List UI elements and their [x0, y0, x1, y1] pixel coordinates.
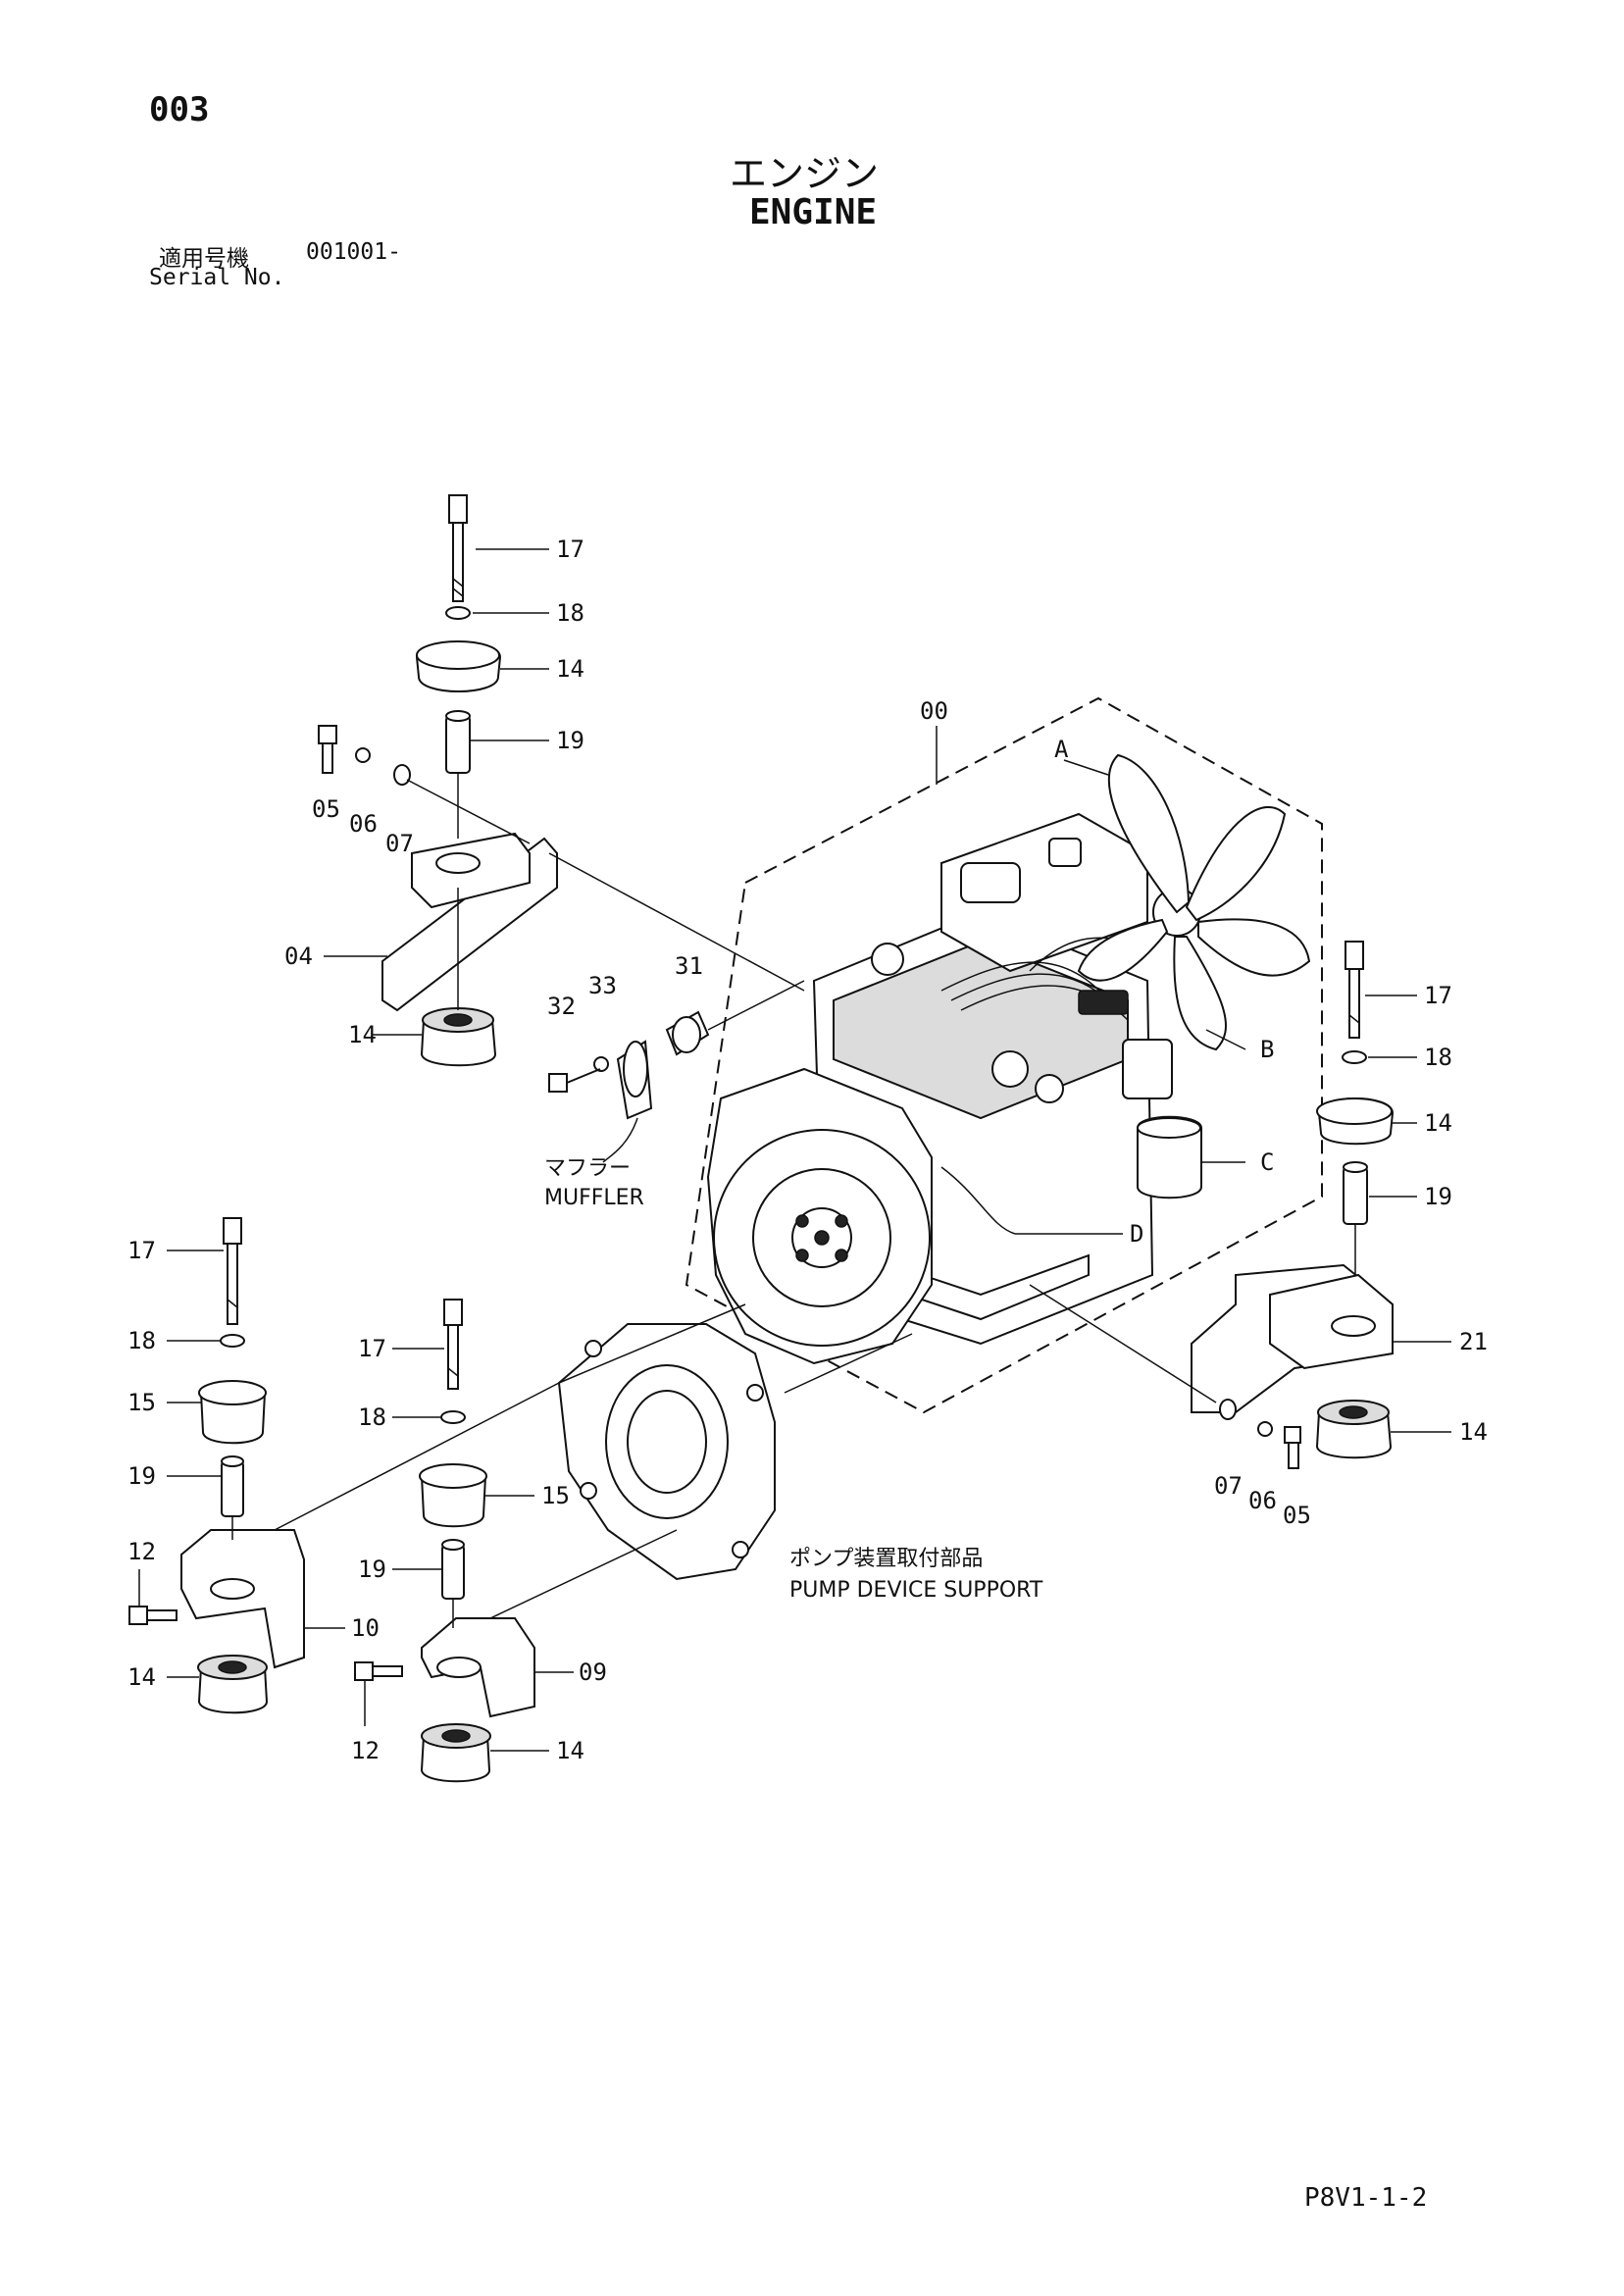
callout-top-left-07: 07	[385, 830, 414, 857]
callout-right-07: 07	[1214, 1472, 1243, 1500]
muffler-caption-english: MUFFLER	[544, 1186, 644, 1210]
callout-right-06: 06	[1248, 1487, 1277, 1514]
callout-right-14: 14	[1424, 1109, 1452, 1137]
callout-d: D	[1130, 1220, 1143, 1248]
muffler-caption-japanese: マフラー	[544, 1156, 631, 1181]
callout-bottom-middle-14: 14	[556, 1737, 584, 1764]
page-code: P8V1-1-2	[1304, 2183, 1428, 2213]
callout-muffler-33: 33	[588, 972, 617, 999]
callout-bottom-middle-18: 18	[358, 1403, 386, 1431]
right-mount	[1029, 941, 1451, 1469]
title-english: ENGINE	[749, 192, 878, 232]
callout-bottom-middle-15: 15	[541, 1482, 570, 1509]
callout-right-14b: 14	[1459, 1418, 1488, 1446]
callout-right-19: 19	[1424, 1183, 1452, 1210]
callout-a: A	[1054, 736, 1069, 763]
callout-top-left-18: 18	[556, 599, 584, 627]
page-number: 003	[149, 90, 210, 129]
callout-right-17: 17	[1424, 982, 1452, 1009]
engine-boundary	[685, 696, 1323, 1414]
pump-caption-japanese: ポンプ装置取付部品	[789, 1547, 983, 1571]
pump-device-support	[557, 1303, 776, 1581]
callout-top-left-04: 04	[284, 943, 313, 970]
callout-bottom-left-10: 10	[351, 1614, 380, 1642]
serial-label-english: Serial No.	[149, 265, 285, 290]
callout-bottom-left-17: 17	[127, 1237, 156, 1264]
serial-label-japanese: 適用号機	[159, 246, 249, 272]
callout-bottom-middle-09: 09	[579, 1658, 607, 1686]
callout-bottom-left-14: 14	[127, 1663, 156, 1691]
callout-muffler-32: 32	[547, 993, 576, 1020]
callout-top-left-05: 05	[312, 795, 340, 823]
engine-assembly	[685, 696, 1323, 1414]
bottom-middle-mount	[354, 1299, 913, 1783]
callout-bottom-middle-17: 17	[358, 1335, 386, 1362]
top-left-mount	[318, 494, 805, 1067]
callout-right-05: 05	[1283, 1502, 1311, 1529]
callout-muffler-31: 31	[675, 952, 703, 980]
fan-blade-assembly	[1077, 753, 1311, 1051]
callout-b: B	[1260, 1036, 1274, 1063]
callout-bottom-left-19: 19	[127, 1462, 156, 1490]
callout-bottom-middle-19: 19	[358, 1556, 386, 1583]
callout-bottom-middle-12: 12	[351, 1737, 380, 1764]
callout-top-left-19: 19	[556, 727, 584, 754]
callout-top-left-14: 14	[556, 655, 584, 683]
pump-caption-english: PUMP DEVICE SUPPORT	[789, 1578, 1043, 1603]
muffler-connection	[548, 980, 805, 1163]
callout-bottom-left-12: 12	[127, 1538, 156, 1565]
title-japanese: エンジン	[730, 152, 880, 195]
callout-bottom-left-15: 15	[127, 1389, 156, 1416]
callout-top-left-17: 17	[556, 536, 584, 563]
callout-right-21: 21	[1459, 1328, 1488, 1355]
callout-00: 00	[920, 697, 948, 725]
callout-right-18: 18	[1424, 1044, 1452, 1071]
callout-top-left-06: 06	[349, 810, 378, 838]
callout-top-left-14b: 14	[348, 1021, 377, 1048]
bottom-left-mount	[128, 1217, 560, 1714]
serial-number-value: 001001-	[306, 239, 401, 265]
callout-c: C	[1260, 1148, 1274, 1176]
callout-bottom-left-18: 18	[127, 1327, 156, 1354]
